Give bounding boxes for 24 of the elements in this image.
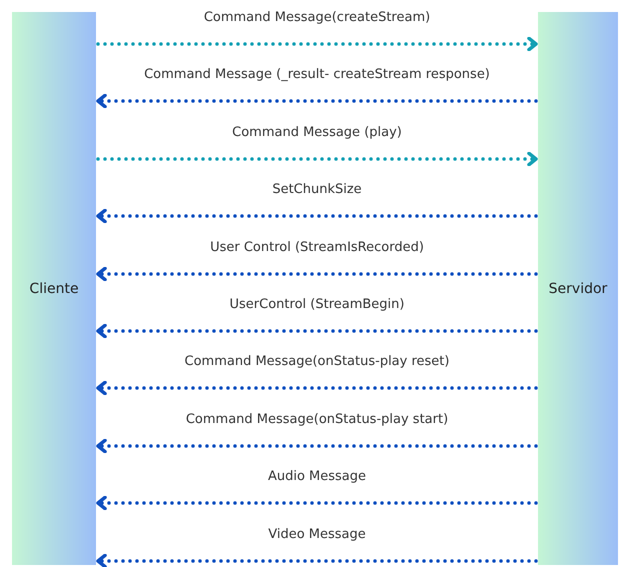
message-arrow xyxy=(96,438,538,454)
message-arrow xyxy=(96,380,538,396)
message-arrow xyxy=(96,496,538,510)
message-arrow xyxy=(96,36,538,52)
message-arrow xyxy=(96,208,538,224)
edge-label: SetChunkSize xyxy=(272,182,362,197)
edge-label: Command Message (play) xyxy=(232,125,402,140)
edge-label: UserControl (StreamBegin) xyxy=(230,297,404,312)
participant-bar xyxy=(538,12,618,565)
participant-label: Cliente xyxy=(29,280,79,296)
edge-label: Command Message(onStatus-play reset) xyxy=(184,354,450,369)
message-arrow xyxy=(96,94,538,108)
edge-label: Command Message (_result- createStream response) xyxy=(144,67,490,82)
message-arrow xyxy=(96,554,538,567)
message-arrow xyxy=(96,266,538,282)
participant-bar xyxy=(12,12,96,565)
participant-label: Servidor xyxy=(548,280,608,296)
message-arrow xyxy=(96,152,538,166)
edge-label: Command Message(createStream) xyxy=(204,10,430,25)
message-arrow xyxy=(96,324,538,338)
edge-label: User Control (StreamIsRecorded) xyxy=(210,240,424,255)
edge-label: Video Message xyxy=(268,527,366,542)
edge-label: Audio Message xyxy=(268,469,366,484)
edge-label: Command Message(onStatus-play start) xyxy=(186,412,448,427)
